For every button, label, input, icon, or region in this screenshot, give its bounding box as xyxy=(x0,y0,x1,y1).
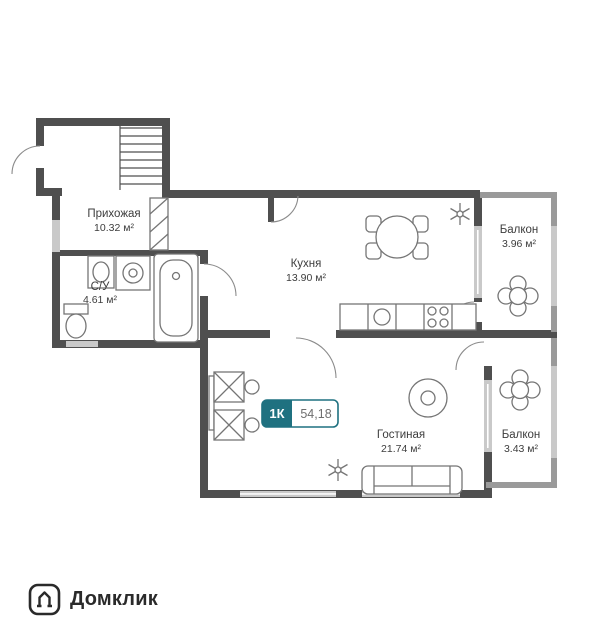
kitchen-counter-icon xyxy=(339,303,477,331)
badge-rooms-label: 1К xyxy=(269,406,284,421)
doors xyxy=(11,145,485,379)
wardrobe-icon xyxy=(149,197,169,251)
room-name: С/У xyxy=(91,281,111,293)
kitchen-door-arc xyxy=(270,195,299,223)
stairs-icon xyxy=(119,126,162,190)
room-area: 4.61 м² xyxy=(83,294,118,306)
house-icon xyxy=(28,583,61,616)
windows xyxy=(52,220,557,497)
balcony-table-icon xyxy=(497,275,539,317)
room-area: 21.74 м² xyxy=(381,443,421,455)
room-name: Балкон xyxy=(500,224,539,236)
room-label-living: Гостиная 21.74 м² xyxy=(377,429,425,455)
room-label-hallway: Прихожая 10.32 м² xyxy=(87,208,140,234)
walls xyxy=(36,118,557,498)
window-bathroom xyxy=(66,341,98,347)
room-area: 3.43 м² xyxy=(504,443,539,455)
room-name: Гостиная xyxy=(377,429,425,441)
room-label-bathroom: С/У 4.61 м² xyxy=(83,281,118,306)
sofa-icon xyxy=(361,465,463,495)
living-door-arc xyxy=(295,337,337,379)
room-label-balcony-top: Балкон 3.96 м² xyxy=(500,224,539,250)
bathroom-door-arc xyxy=(203,263,237,297)
coffee-table-icon xyxy=(408,378,448,418)
bathtub-icon xyxy=(153,253,199,343)
window-balcony-top xyxy=(551,226,557,306)
room-area: 13.90 м² xyxy=(286,272,326,284)
brand-name: Домклик xyxy=(70,588,158,610)
balcony-table-icon xyxy=(499,369,541,411)
domklik-logo: Домклик xyxy=(28,583,158,616)
room-name: Балкон xyxy=(502,429,541,441)
washing-machine-icon xyxy=(115,255,151,291)
entry-door-arc xyxy=(11,145,41,175)
window-balcony-bottom xyxy=(551,366,557,458)
tv-stand-icon xyxy=(208,375,215,431)
room-area: 10.32 м² xyxy=(94,222,134,234)
room-name: Кухня xyxy=(291,258,322,270)
room-label-balcony-bottom: Балкон 3.43 м² xyxy=(502,429,541,455)
sink-icon xyxy=(87,255,115,289)
room-name: Прихожая xyxy=(87,208,140,220)
room-label-kitchen: Кухня 13.90 м² xyxy=(286,258,326,284)
desk-chairs-icon xyxy=(208,371,260,441)
window-hallway xyxy=(52,220,60,252)
room-area: 3.96 м² xyxy=(502,238,537,250)
balcony-bottom-door-arc xyxy=(455,341,485,371)
badge-total-area: 54,18 xyxy=(300,407,331,421)
dining-set-icon xyxy=(365,215,429,260)
plan-badge: 1К 54,18 xyxy=(261,399,339,428)
toilet-icon xyxy=(63,303,89,339)
